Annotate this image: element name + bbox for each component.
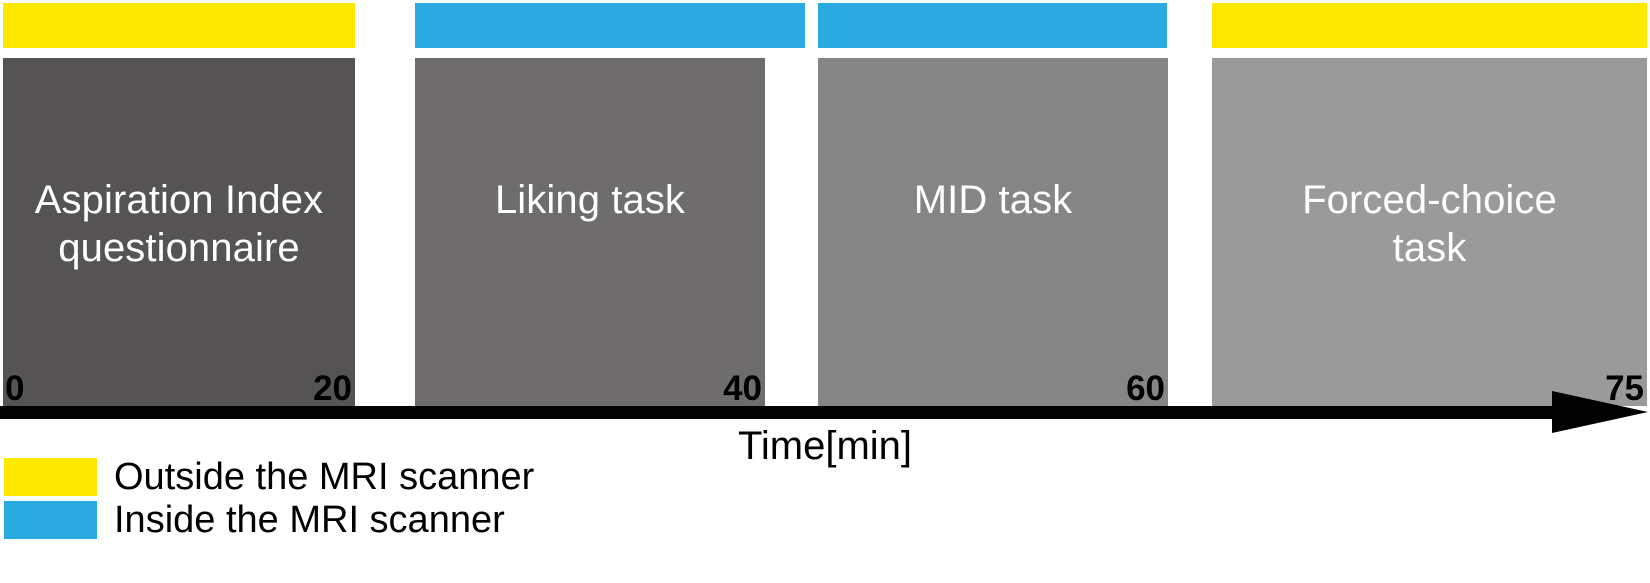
task-label-forced-choice-task: Forced-choice task [1302, 178, 1557, 270]
time-axis-arrow-icon [1552, 391, 1648, 433]
state-bar-forced-choice-task [1212, 3, 1647, 48]
tick-label-0: 0 [5, 369, 25, 408]
state-bar-aspiration-index [3, 3, 355, 48]
task-label-aspiration-index: Aspiration Index questionnaire [34, 178, 324, 270]
tick-label-40: 40 [723, 369, 762, 408]
legend-swatch-inside-scanner [4, 500, 97, 539]
task-block-liking-task: Liking task 40 [415, 58, 765, 406]
legend-label-inside-scanner: Inside the MRI scanner [114, 498, 505, 541]
tick-label-60: 60 [1126, 369, 1165, 408]
legend-swatch-outside-scanner [4, 457, 97, 496]
task-label-liking-task: Liking task [494, 178, 686, 222]
axis-title-time: Time[min] [737, 424, 913, 468]
task-block-aspiration-index: Aspiration Index questionnaire 0 20 [3, 58, 355, 406]
state-bar-liking-task [415, 3, 805, 48]
task-block-mid-task: MID task 60 [818, 58, 1168, 406]
legend-item-inside-scanner: Inside the MRI scanner [4, 498, 534, 541]
task-label-mid-task: MID task [913, 178, 1073, 222]
time-axis-line [0, 406, 1568, 419]
state-bar-mid-task [818, 3, 1167, 48]
task-block-forced-choice-task: Forced-choice task 75 [1212, 58, 1647, 406]
tick-label-20: 20 [313, 369, 352, 408]
legend-item-outside-scanner: Outside the MRI scanner [4, 455, 534, 498]
legend: Outside the MRI scanner Inside the MRI s… [4, 455, 534, 541]
legend-label-outside-scanner: Outside the MRI scanner [114, 455, 535, 498]
